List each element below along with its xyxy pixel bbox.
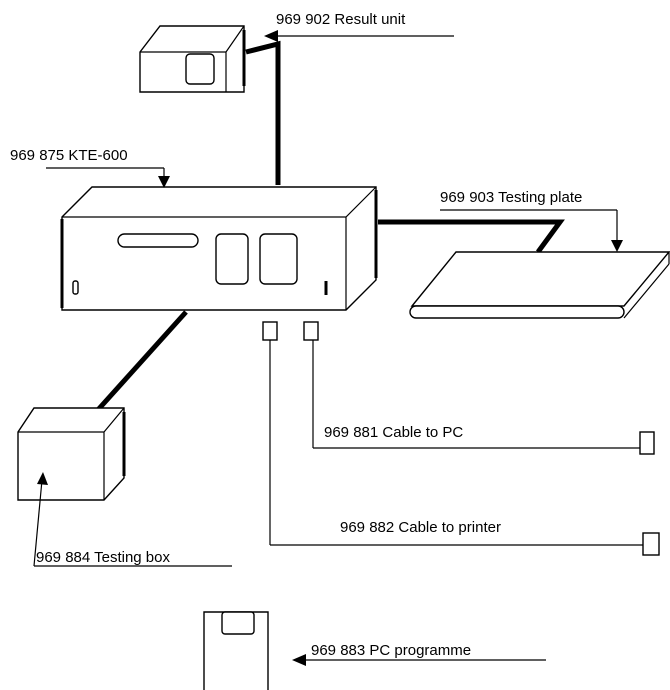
testing-box-device	[17, 407, 126, 501]
testing-plate-label: 969 903 Testing plate	[440, 189, 582, 206]
testing-plate-device	[409, 251, 670, 319]
testing-box-cable	[94, 310, 188, 414]
result-unit-label: 969 902 Result unit	[276, 11, 406, 28]
kte-600-unit	[60, 186, 378, 341]
testing-plate-cable	[378, 219, 565, 254]
floppy-disk-icon	[203, 611, 269, 690]
pc-programme-label: 969 883 PC programme	[311, 642, 471, 659]
result-unit-device	[139, 25, 246, 93]
cable-to-printer	[269, 340, 660, 556]
testing-box-label: 969 884 Testing box	[36, 549, 170, 566]
kte-arrow	[46, 167, 170, 188]
cable-to-pc	[312, 340, 655, 455]
result-unit-cable	[245, 40, 281, 185]
result-unit-arrow	[264, 30, 454, 42]
pc-programme-arrow	[292, 654, 546, 666]
cable-to-pc-label: 969 881 Cable to PC	[324, 424, 463, 441]
testing-box-arrow	[33, 472, 232, 567]
cable-to-printer-label: 969 882 Cable to printer	[340, 519, 501, 536]
kte-label: 969 875 KTE-600	[10, 147, 128, 164]
testing-plate-arrow	[440, 209, 623, 252]
